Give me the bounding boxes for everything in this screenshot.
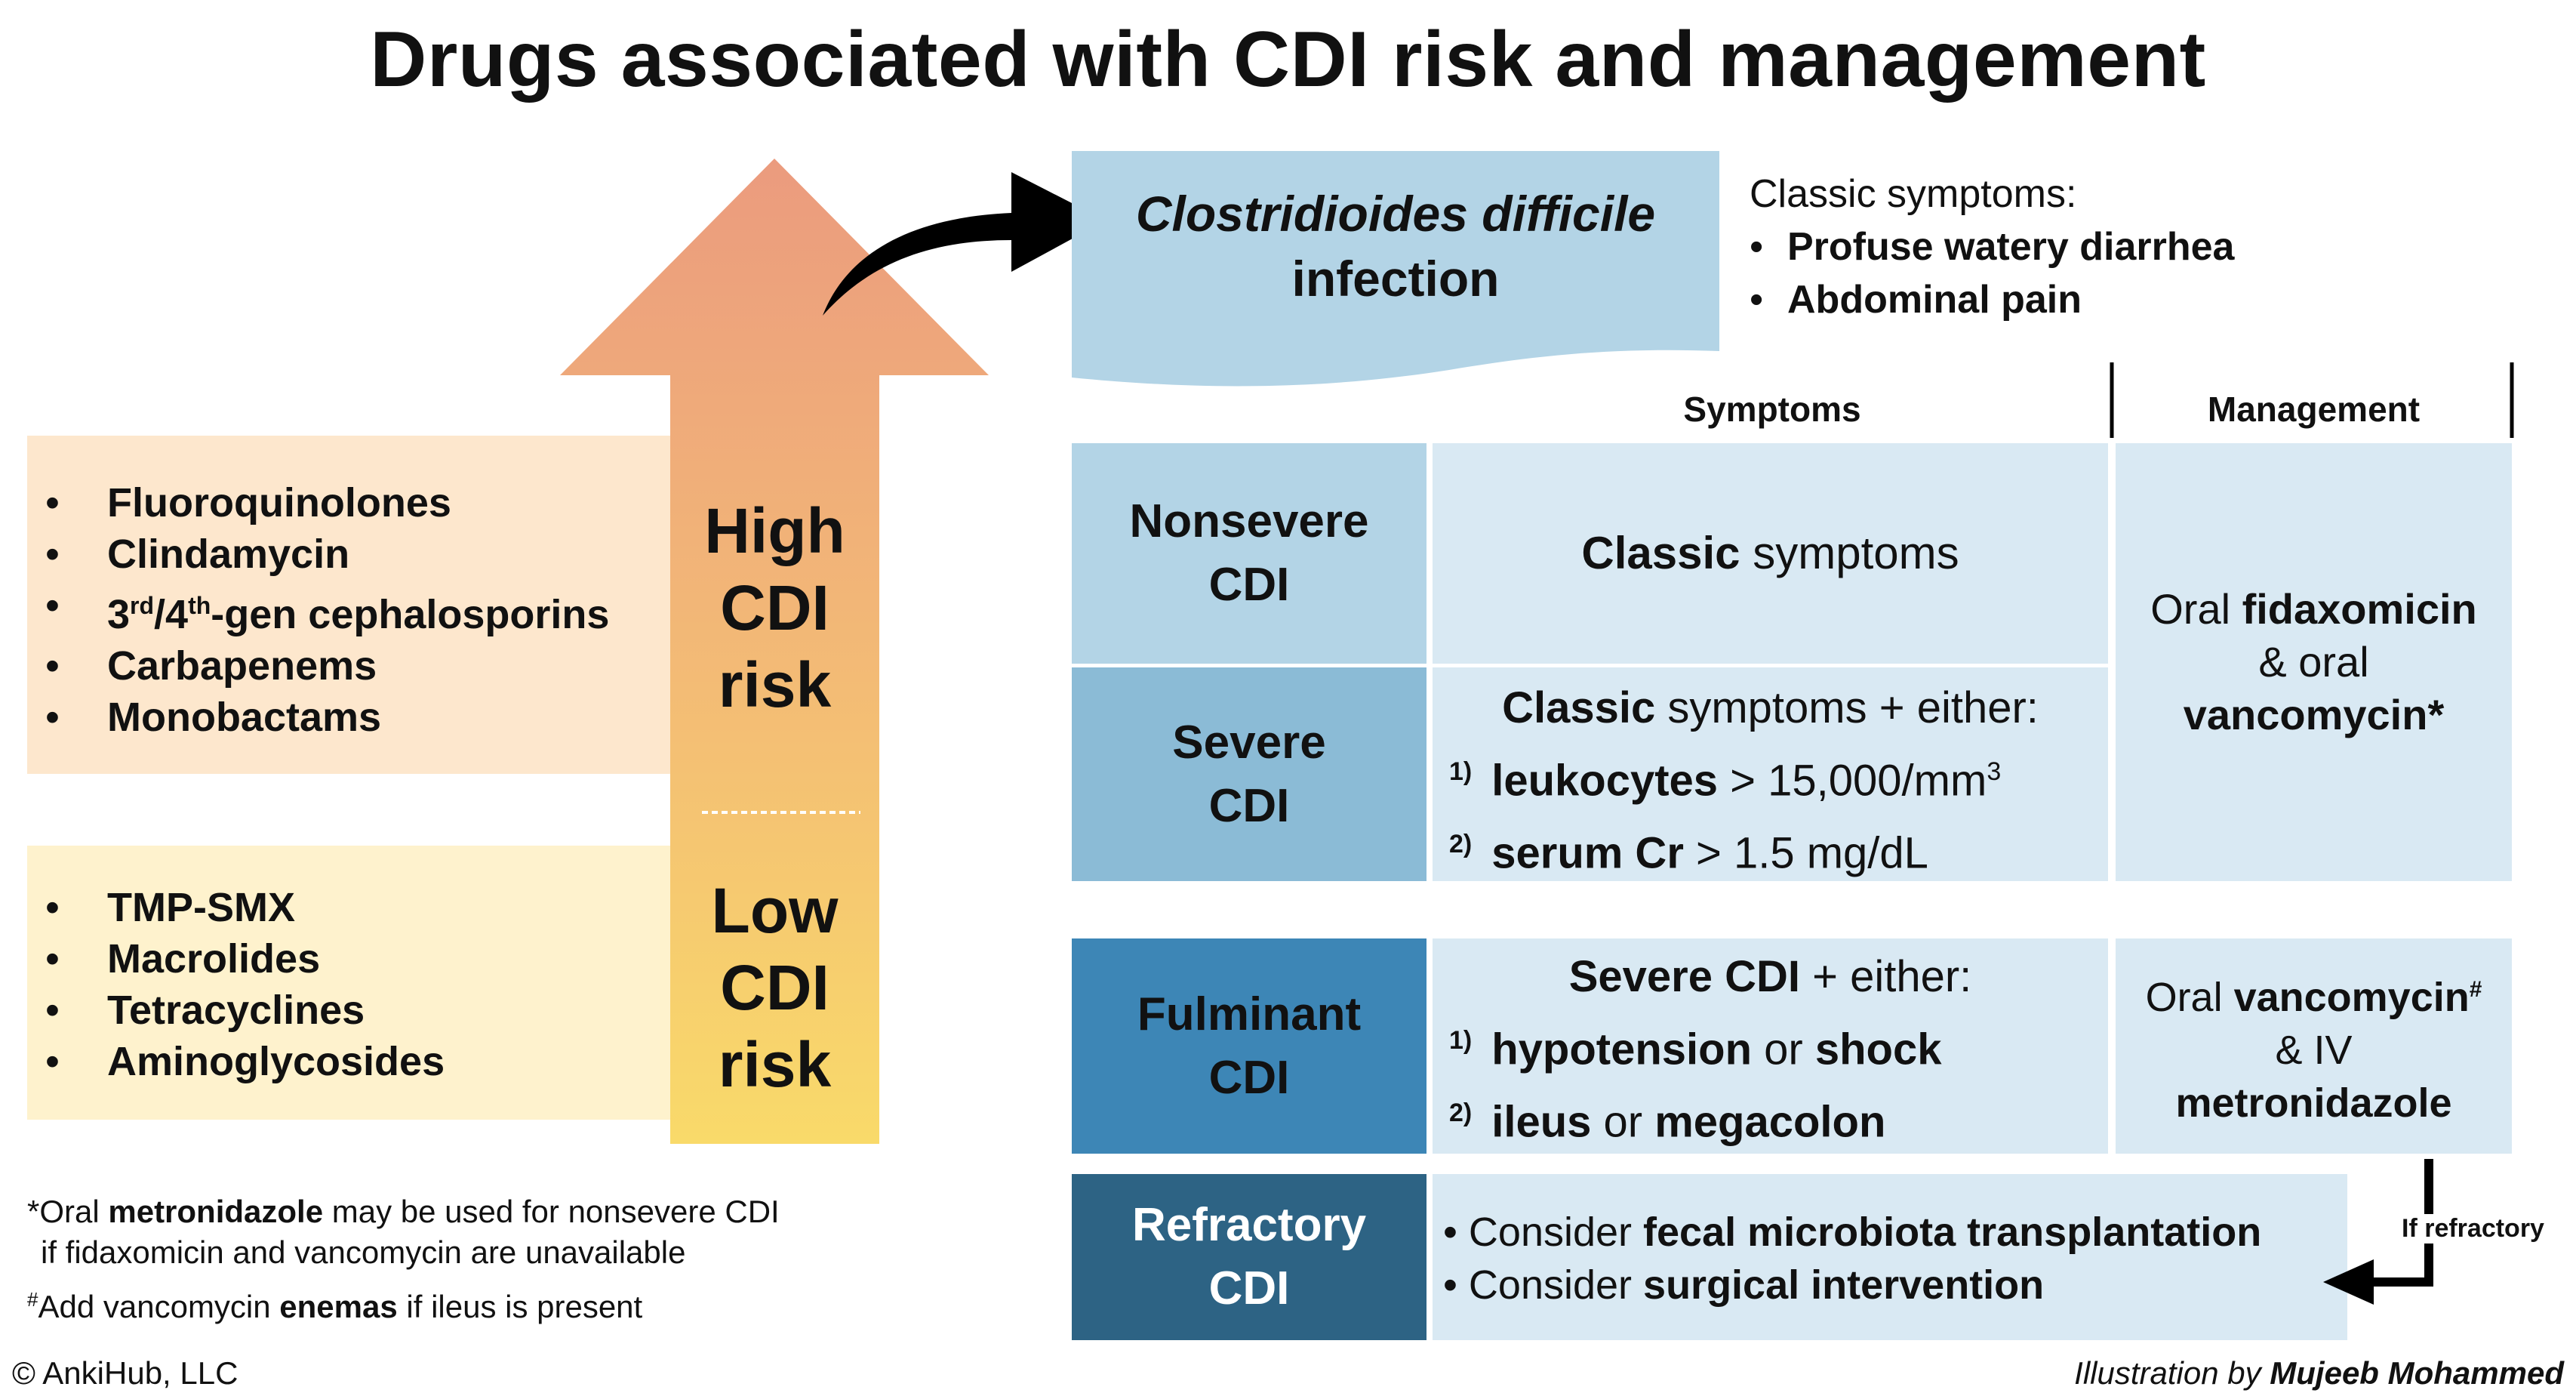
infection-title: Clostridioides difficile infection	[1135, 186, 1656, 307]
page-title: Drugs associated with CDI risk and manag…	[370, 16, 2206, 103]
column-header-symptoms: Symptoms	[1683, 390, 1861, 429]
list-item: • Consider fecal microbiota transplantat…	[1443, 1210, 2262, 1255]
severe-label: Severe CDI	[1172, 716, 1326, 832]
list-item: 1)hypotension or shock	[1449, 1025, 1942, 1074]
list-item: 2)ileus or megacolon	[1449, 1097, 1886, 1147]
refractory-arrowhead-icon	[2323, 1259, 2374, 1305]
list-item: Profuse watery diarrhea	[1787, 225, 2235, 269]
severe-name-cell	[1072, 667, 1426, 881]
illustration-credit: Illustration by Mujeeb Mohammed	[2074, 1355, 2564, 1391]
column-header-management: Management	[2207, 390, 2421, 429]
refractory-management: • Consider fecal microbiota transplantat…	[1443, 1206, 2341, 1311]
list-item: Abdominal pain	[1787, 278, 2082, 322]
list-item: Fluoroquinolones	[27, 477, 676, 529]
nonsevere-symptoms: Classic symptoms	[1581, 528, 1959, 578]
severe-symptoms: Classic symptoms + either: 1)leukocytes …	[1433, 676, 2108, 886]
refractory-mgmt-cell	[1433, 1174, 2347, 1340]
list-item: Tetracyclines	[27, 985, 676, 1036]
if-refractory-label: If refractory	[2400, 1214, 2546, 1244]
nonsevere-symptom-cell	[1433, 443, 2108, 664]
refractory-connector	[2371, 1159, 2433, 1287]
severe-symptom-cell	[1433, 667, 2108, 881]
nonsevere-severe-management: Oral fidaxomicin & oral vancomycin*	[2150, 585, 2477, 738]
nonsevere-label: Nonsevere CDI	[1129, 495, 1369, 611]
high-risk-drug-list: Fluoroquinolones Clindamycin 3rd/4th-gen…	[27, 477, 676, 743]
fulminant-label: Fulminant CDI	[1137, 988, 1362, 1104]
fulminant-mgmt-cell	[2116, 938, 2512, 1154]
list-item: TMP-SMX	[27, 882, 676, 933]
list-item: • Consider surgical intervention	[1443, 1262, 2045, 1308]
low-risk-drug-list: TMP-SMX Macrolides Tetracyclines Aminogl…	[27, 882, 676, 1087]
refractory-label: Refractory CDI	[1131, 1199, 1367, 1314]
high-risk-label: High CDI risk	[704, 495, 845, 720]
list-item: 3rd/4th-gen cephalosporins	[27, 580, 676, 640]
list-item: Macrolides	[27, 933, 676, 985]
footnotes: *Oral metronidazole may be used for nons…	[27, 1194, 780, 1324]
list-item: Clindamycin	[27, 529, 676, 580]
list-item: Monobactams	[27, 692, 676, 743]
infection-box	[1072, 151, 1719, 387]
nonsevere-name-cell	[1072, 443, 1426, 664]
copyright: © AnkiHub, LLC	[12, 1355, 239, 1391]
fulminant-symptoms: Severe CDI + either: 1)hypotension or sh…	[1433, 945, 2108, 1154]
list-item: Aminoglycosides	[27, 1036, 676, 1087]
refractory-name-cell	[1072, 1174, 1426, 1340]
fulminant-name-cell	[1072, 938, 1426, 1154]
list-item: 1)leukocytes > 15,000/mm3	[1449, 756, 2002, 806]
nonsevere-severe-mgmt-cell	[2116, 443, 2512, 881]
list-item: 2)serum Cr > 1.5 mg/dL	[1449, 828, 1928, 878]
fulminant-management: Oral vancomycin# & IV metronidazole	[2145, 974, 2482, 1126]
curved-arrow-icon	[823, 172, 1106, 316]
classic-symptoms: Classic symptoms: •Profuse watery diarrh…	[1750, 172, 2235, 322]
fulminant-symptom-cell	[1433, 938, 2108, 1154]
risk-up-arrow	[560, 159, 989, 1144]
list-item: Carbapenems	[27, 640, 676, 692]
low-risk-label: Low CDI risk	[711, 875, 839, 1100]
